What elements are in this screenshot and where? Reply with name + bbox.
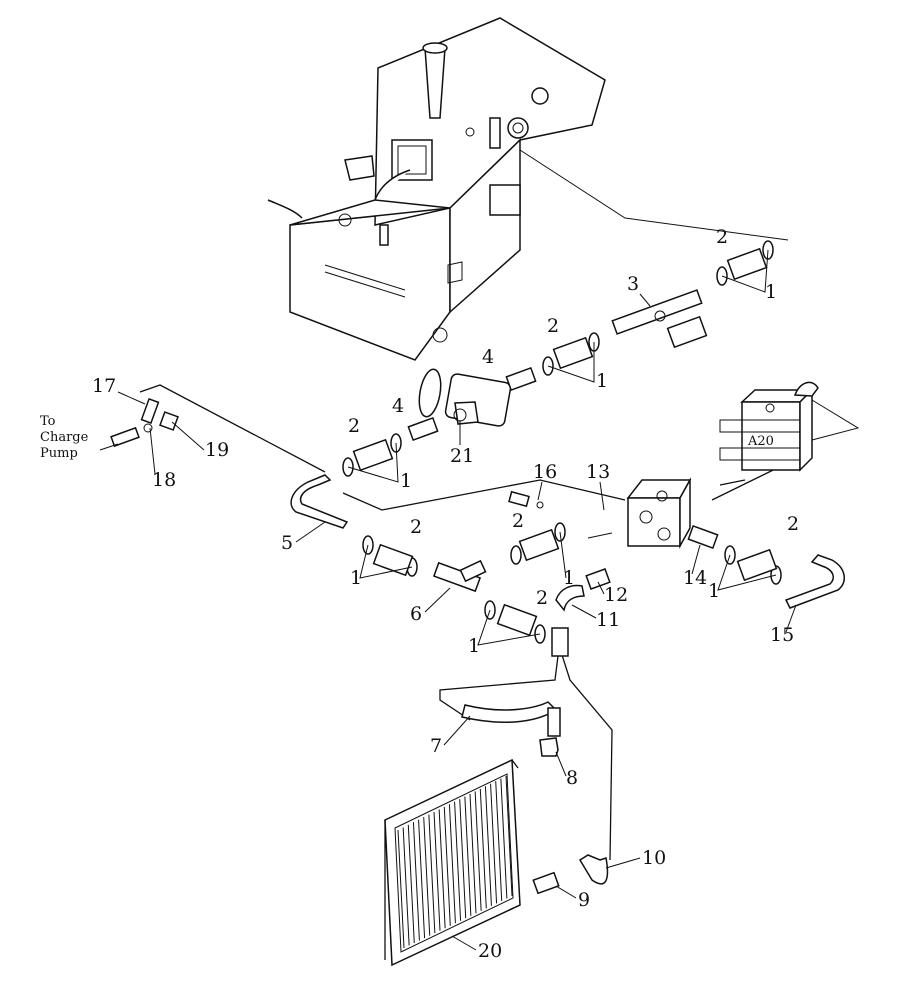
callout-leaders xyxy=(117,249,797,951)
cooler-fin xyxy=(428,814,436,934)
cooler-fin xyxy=(407,824,415,944)
callout-1: 1 xyxy=(708,580,720,602)
cooler-fin xyxy=(402,827,410,946)
part-9-fitting xyxy=(532,871,560,895)
cooler-fin xyxy=(443,806,451,926)
callout-2: 2 xyxy=(547,315,559,337)
cooler-fin xyxy=(505,775,513,897)
part-12-fitting xyxy=(585,568,611,590)
cooler-fin xyxy=(433,811,441,931)
callout-8: 8 xyxy=(566,767,578,789)
part-6-tee xyxy=(432,559,487,593)
callout-21: 21 xyxy=(450,445,474,467)
part-7-hose xyxy=(461,701,558,723)
part-16-fitting xyxy=(508,490,544,509)
part-14-fitting xyxy=(687,525,719,549)
callout-9: 9 xyxy=(578,889,590,911)
callout-1: 1 xyxy=(765,281,777,303)
cooler-fin xyxy=(469,793,477,914)
note-to: To xyxy=(40,414,56,429)
cooler-fin xyxy=(479,788,487,909)
callout-10: 10 xyxy=(642,847,666,869)
callout-20: 20 xyxy=(478,940,502,962)
callout-2: 2 xyxy=(512,510,524,532)
callout-labels: 2 1 3 2 4 1 17 4 2 19 21 18 1 16 13 2 2 … xyxy=(92,226,799,962)
cooler-fin xyxy=(474,791,482,911)
cooler-fin xyxy=(500,778,508,899)
part-11-elbow xyxy=(551,584,585,657)
part-4-fittings xyxy=(407,367,537,441)
callout-1: 1 xyxy=(468,635,480,657)
callout-14: 14 xyxy=(683,567,707,589)
part-15-hose xyxy=(784,554,845,609)
cooler-fin xyxy=(459,799,467,919)
callout-2: 2 xyxy=(716,226,728,248)
part-a20-valve-stack xyxy=(719,381,819,472)
cooler-fin xyxy=(438,809,446,929)
callout-2: 2 xyxy=(348,415,360,437)
callout-6: 6 xyxy=(410,603,422,625)
valve-label-a20: A20 xyxy=(747,434,774,449)
cooler-fin xyxy=(495,781,503,901)
callout-1: 1 xyxy=(596,370,608,392)
callout-16: 16 xyxy=(533,461,557,483)
callout-2: 2 xyxy=(787,513,799,535)
part-17-18-19-fittings xyxy=(110,397,179,448)
callout-13: 13 xyxy=(586,461,610,483)
callout-3: 3 xyxy=(627,273,639,295)
part-3-tube xyxy=(611,289,708,349)
callout-1: 1 xyxy=(563,567,575,589)
cooler-fin xyxy=(484,786,492,906)
callout-1: 1 xyxy=(400,470,412,492)
callout-12: 12 xyxy=(604,584,628,606)
callout-4: 4 xyxy=(482,346,494,368)
callout-17: 17 xyxy=(92,375,116,397)
callout-2: 2 xyxy=(536,587,548,609)
part-20-oil-cooler xyxy=(384,758,521,967)
part-21-filter xyxy=(418,368,512,427)
part-10-hose xyxy=(578,854,609,885)
cooler-fin xyxy=(490,783,498,904)
charge-pump-note: To Charge Pump xyxy=(40,414,119,461)
part-8-elbow xyxy=(539,707,561,757)
cooler-fin xyxy=(397,829,405,949)
part-5-hose xyxy=(290,474,349,529)
hydraulic-tank xyxy=(267,17,606,361)
callout-18: 18 xyxy=(152,469,176,491)
callout-1: 1 xyxy=(350,567,362,589)
cooler-fin xyxy=(448,804,456,924)
note-charge: Charge xyxy=(40,430,89,445)
cooler-fin xyxy=(464,796,472,916)
callout-11: 11 xyxy=(596,609,620,631)
callout-19: 19 xyxy=(205,439,229,461)
callout-2: 2 xyxy=(410,516,422,538)
cooler-fin xyxy=(418,819,426,939)
callout-4: 4 xyxy=(392,395,404,417)
part-2-clamps xyxy=(352,247,778,637)
callout-7: 7 xyxy=(430,735,442,757)
part-1-o-rings xyxy=(342,240,782,644)
part-13-valve-block xyxy=(626,477,692,549)
cooler-fin xyxy=(423,817,431,936)
cooler-fin xyxy=(454,801,462,921)
note-pump: Pump xyxy=(40,446,78,461)
callout-5: 5 xyxy=(281,532,293,554)
cooler-fin xyxy=(412,822,420,941)
callout-15: 15 xyxy=(770,624,794,646)
